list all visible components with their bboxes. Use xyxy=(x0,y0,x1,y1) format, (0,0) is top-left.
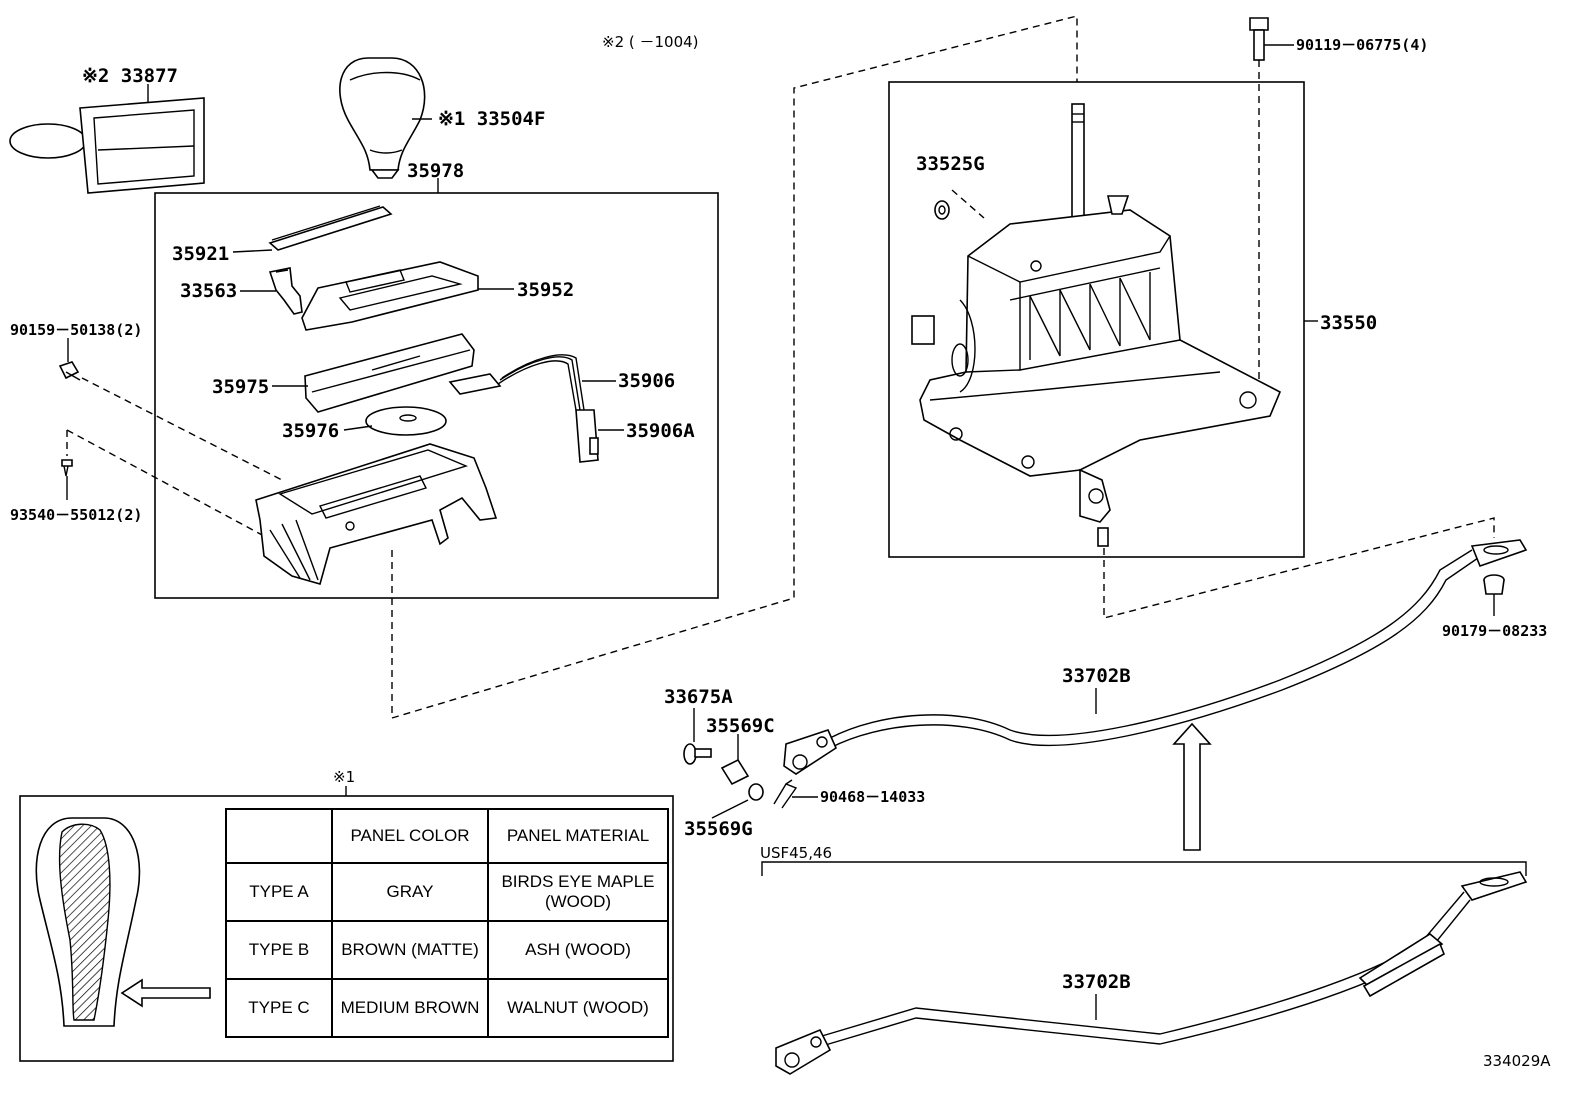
arrow-left xyxy=(120,978,211,1008)
cable-33702B-lower xyxy=(775,871,1528,1075)
label-33563: 33563 xyxy=(180,280,237,302)
label-table-ref: ※1 xyxy=(333,768,355,786)
label-33504F: ※1 33504F xyxy=(438,108,545,130)
label-35906A: 35906A xyxy=(626,420,695,442)
label-33550: 33550 xyxy=(1320,312,1377,334)
lower-housing xyxy=(255,443,498,585)
table-row: TYPE C MEDIUM BROWN WALNUT (WOOD) xyxy=(225,978,669,1038)
label-35952: 35952 xyxy=(517,279,574,301)
table-cell-type: TYPE B xyxy=(225,920,333,980)
table-cell-material: BIRDS EYE MAPLE (WOOD) xyxy=(487,862,669,922)
part-33563 xyxy=(268,267,303,315)
label-90119: 90119－06775(4) xyxy=(1296,36,1428,54)
panel-plate-33877 xyxy=(9,84,205,194)
panel-spec-table: PANEL COLOR PANEL MATERIAL TYPE A GRAY B… xyxy=(225,808,669,1038)
part-35906 xyxy=(448,354,599,463)
bolt-90159 xyxy=(58,361,81,381)
label-usf: USF45,46 xyxy=(760,844,832,862)
diagram-code: 334029A xyxy=(1483,1052,1551,1070)
label-35906: 35906 xyxy=(618,370,675,392)
part-90468 xyxy=(773,779,798,809)
table-cell-material: WALNUT (WOOD) xyxy=(487,978,669,1038)
label-90468: 90468－14033 xyxy=(820,788,925,806)
cable-33702B-upper xyxy=(783,539,1528,775)
table-cell-color: MEDIUM BROWN xyxy=(331,978,489,1038)
label-33702B-lower: 33702B xyxy=(1062,971,1131,993)
label-93540: 93540－55012(2) xyxy=(10,506,142,524)
table-cell-type: TYPE A xyxy=(225,862,333,922)
table-row: TYPE B BROWN (MATTE) ASH (WOOD) xyxy=(225,920,669,980)
label-35975: 35975 xyxy=(212,376,269,398)
table-row: TYPE A GRAY BIRDS EYE MAPLE (WOOD) xyxy=(225,862,669,922)
note-top: ※2 ( －1004) xyxy=(602,33,699,51)
shift-knob-33504F xyxy=(339,57,432,179)
part-33525G xyxy=(934,200,950,220)
label-35569C: 35569C xyxy=(706,715,775,737)
table-header-panel-material: PANEL MATERIAL xyxy=(487,808,669,864)
table-header-row: PANEL COLOR PANEL MATERIAL xyxy=(225,808,669,864)
bolt-90119 xyxy=(1249,17,1269,61)
table-header-panel-color: PANEL COLOR xyxy=(331,808,489,864)
dash-90159 xyxy=(81,377,283,481)
knob-illustration xyxy=(35,817,141,1027)
table-cell-color: BROWN (MATTE) xyxy=(331,920,489,980)
dash-93540 xyxy=(66,429,265,537)
label-35976: 35976 xyxy=(282,420,339,442)
arrow-up xyxy=(1172,722,1212,851)
part-90179 xyxy=(1483,574,1505,595)
part-35975 xyxy=(304,333,475,413)
label-33877: ※2 33877 xyxy=(82,65,178,87)
part-35921 xyxy=(268,205,393,251)
usf-bracket xyxy=(761,861,1527,876)
label-35978: 35978 xyxy=(407,160,464,182)
table-cell-type: TYPE C xyxy=(225,978,333,1038)
label-33675A: 33675A xyxy=(664,686,733,708)
label-90179: 90179－08233 xyxy=(1442,622,1547,640)
label-90159: 90159－50138(2) xyxy=(10,321,142,339)
table-header-empty xyxy=(225,808,333,864)
part-35976 xyxy=(365,406,447,436)
part-35569G xyxy=(748,783,764,801)
shifter-assembly-33550 xyxy=(911,103,1282,547)
dash-to-shifter xyxy=(391,15,1078,719)
label-33702B-upper: 33702B xyxy=(1062,665,1131,687)
table-cell-material: ASH (WOOD) xyxy=(487,920,669,980)
dash-to-cable xyxy=(1103,517,1495,619)
assembly-box-33550 xyxy=(888,81,1305,558)
part-35952 xyxy=(301,261,479,331)
dash-33525G xyxy=(951,189,985,219)
screw-93540 xyxy=(61,459,73,477)
table-cell-color: GRAY xyxy=(331,862,489,922)
label-35921: 35921 xyxy=(172,243,229,265)
assembly-box-35978 xyxy=(154,192,719,599)
part-33675A xyxy=(683,743,712,765)
part-35569C xyxy=(720,758,750,786)
label-35569G: 35569G xyxy=(684,818,753,840)
label-33525G: 33525G xyxy=(916,153,985,175)
